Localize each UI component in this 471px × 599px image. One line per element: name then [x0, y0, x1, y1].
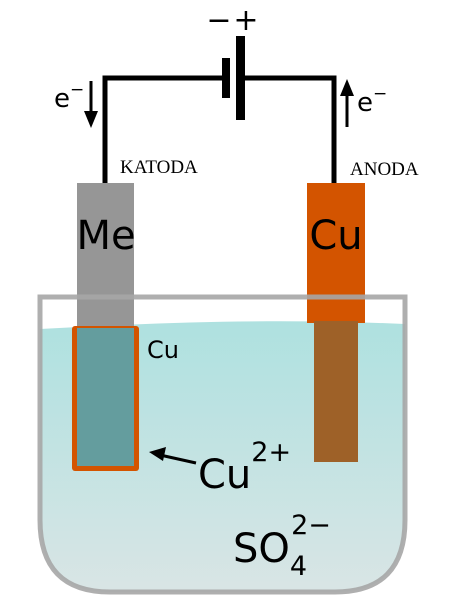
- anode-electron-label: e−: [357, 84, 387, 118]
- cathode-electron-label: e−: [54, 80, 84, 114]
- anode-label: ANODA: [350, 159, 419, 180]
- cathode-electrode-submerged: [77, 328, 134, 466]
- anode-electrode-symbol: Cu: [309, 213, 362, 259]
- anode-electron-arrow: [340, 79, 354, 127]
- wire-anode: [242, 75, 337, 185]
- anode-electrode-upper: [307, 183, 365, 323]
- cathode-electrode-symbol: Me: [76, 213, 135, 259]
- anode-electrode-submerged: [314, 321, 358, 462]
- wire-cathode: [102, 75, 224, 185]
- battery-plus-sign: +: [233, 3, 258, 38]
- battery: − +: [206, 3, 259, 120]
- anode-electrode: [307, 183, 365, 462]
- battery-positive-plate: [236, 36, 245, 120]
- copper-ion-label: Cu2+: [198, 437, 291, 498]
- cathode-electrode-upper: [77, 183, 134, 328]
- copper-deposit-label: Cu: [147, 336, 179, 364]
- electrolysis-vessel: [37, 294, 408, 595]
- circuit-wires: [102, 75, 337, 185]
- cathode-label: KATODA: [120, 157, 198, 178]
- battery-minus-sign: −: [206, 3, 231, 38]
- battery-negative-plate: [222, 58, 230, 98]
- cathode-electron-arrow: [84, 81, 98, 128]
- copper-ion-arrow: [149, 447, 197, 465]
- cathode-electrode: [72, 183, 139, 471]
- sulfate-ion-label: SO42−: [233, 510, 331, 582]
